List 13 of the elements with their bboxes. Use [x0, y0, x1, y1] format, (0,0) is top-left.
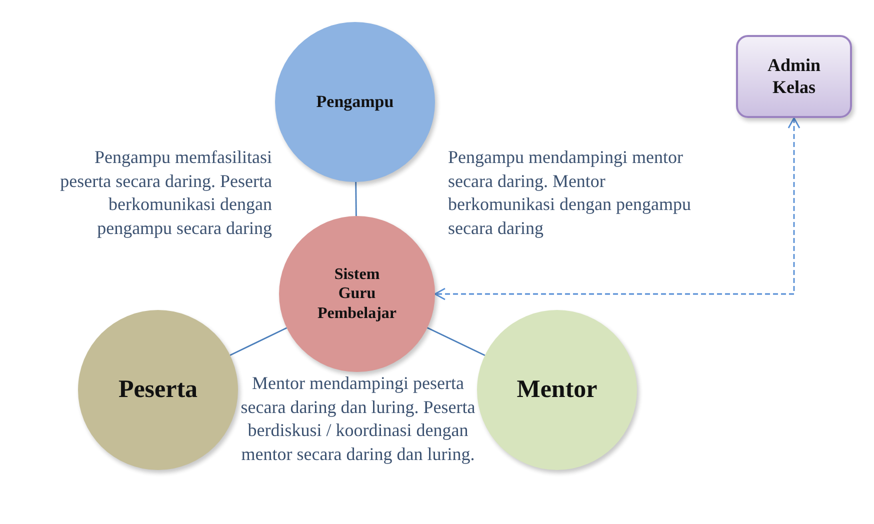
connector-line: [427, 327, 486, 356]
node-title: Pengampu: [316, 92, 394, 112]
description-text: Mentor mendampingi peserta secara daring dan luring. Peserta berdiskusi / koordinasi dengan mentor secara daring dan luring.: [240, 372, 476, 466]
connector-line: [230, 327, 288, 356]
rounded-box: [736, 35, 852, 118]
description-text: Pengampu memfasilitasi peserta secara daring. Peserta berkomunikasi dengan pengampu secara daring: [59, 146, 272, 240]
node-title: Peserta: [118, 374, 198, 405]
node-title: Sistem Guru Pembelajar: [317, 264, 397, 324]
dashed-double-arrow: [434, 117, 800, 300]
node-title: Mentor: [516, 374, 598, 405]
node-title: Admin Kelas: [767, 54, 820, 98]
description-text: Pengampu mendampingi mentor secara daring. Mentor berkomunikasi dengan pengampu secara daring: [448, 146, 692, 240]
connector-line: [355, 182, 357, 216]
